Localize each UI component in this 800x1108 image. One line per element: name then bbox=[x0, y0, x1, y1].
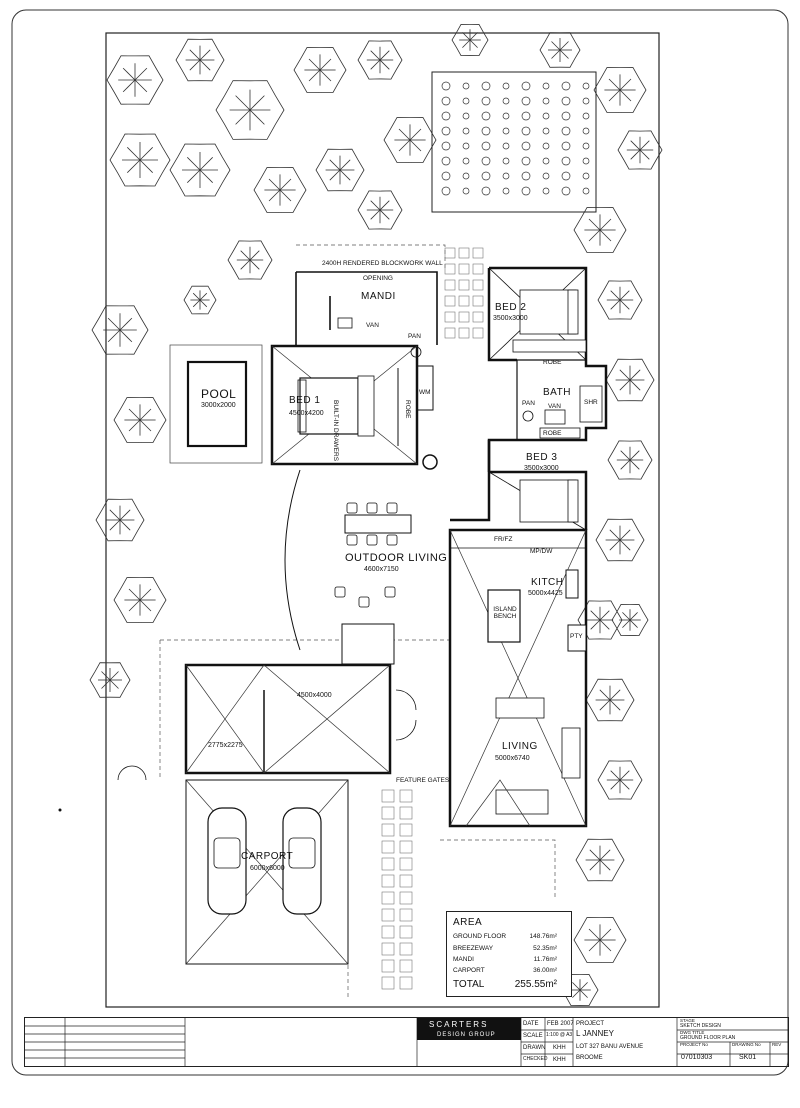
project-town: BROOME bbox=[576, 1055, 603, 1061]
shed-dim: 2775x2275 bbox=[208, 742, 243, 749]
area-schedule: AREA GROUND FLOOR 148.76m² BREEZEWAY 52.35… bbox=[446, 911, 572, 997]
bed1-dim: 4500x4200 bbox=[289, 410, 324, 417]
stage-label: STAGE bbox=[680, 1018, 695, 1023]
area-row-value: 11.76m² bbox=[533, 956, 557, 963]
island-bench-label: ISLAND BENCH bbox=[493, 606, 517, 620]
opening-label: OPENING bbox=[363, 275, 393, 282]
bed2-label: BED 2 bbox=[495, 302, 527, 313]
outdoor-living bbox=[284, 469, 412, 665]
pool-dim: 3000x2000 bbox=[201, 402, 236, 409]
bed2-dim: 3500x3000 bbox=[493, 315, 528, 322]
outdoor-living-dim: 4600x7150 bbox=[364, 566, 399, 573]
bed1-robe-label: ROBE bbox=[404, 400, 411, 419]
area-row-value: 52.35m² bbox=[533, 945, 557, 952]
area-row: GROUND FLOOR 148.76m² bbox=[453, 933, 565, 940]
checked-value: KHH bbox=[553, 1057, 566, 1063]
bed3-furniture bbox=[488, 470, 588, 531]
kitchen-dim: 5000x4425 bbox=[528, 590, 563, 597]
bath-van-label: VAN bbox=[548, 403, 561, 410]
scale-value: 1:100 @ A3 bbox=[546, 1032, 573, 1038]
dwg-title-label: DWG TITLE bbox=[680, 1030, 705, 1035]
drawing-no-label: DRAWING No bbox=[732, 1042, 761, 1047]
area-row: MANDI 11.76m² bbox=[453, 956, 565, 963]
column bbox=[422, 454, 438, 470]
bath-pan-label: PAN bbox=[522, 400, 535, 407]
client-name: L JANNEY bbox=[576, 1029, 614, 1038]
bed3-label: BED 3 bbox=[526, 452, 558, 463]
wall-note: 2400H RENDERED BLOCKWORK WALL bbox=[322, 260, 443, 267]
drawn-value: KHH bbox=[553, 1045, 566, 1051]
vegetable-garden bbox=[431, 71, 597, 213]
living-dim: 5000x6740 bbox=[495, 755, 530, 762]
area-row-value: 36.00m² bbox=[533, 967, 557, 974]
kitchen-label: KITCH bbox=[531, 577, 564, 588]
kitchen-living-wing bbox=[448, 528, 588, 828]
built-in-drawers-label: BUILT-IN DRAWERS bbox=[332, 400, 339, 462]
bed2-robe-label: ROBE bbox=[543, 359, 562, 366]
drawn-label: DRAWN bbox=[523, 1045, 546, 1051]
bed2-furniture bbox=[488, 267, 587, 361]
area-row-label: BREEZEWAY bbox=[453, 945, 494, 952]
project-no-label: PROJECT No bbox=[680, 1042, 708, 1047]
wm-label: WM bbox=[419, 389, 431, 396]
store-dim: 4500x4000 bbox=[297, 692, 332, 699]
pool bbox=[169, 344, 263, 464]
project-address: LOT 327 BANU AVENUE bbox=[576, 1044, 644, 1050]
sheet-border bbox=[11, 9, 789, 1076]
area-row-label: MANDI bbox=[453, 956, 474, 963]
area-total: TOTAL 255.55m² bbox=[453, 979, 565, 990]
stage-value: SKETCH DESIGN bbox=[680, 1023, 721, 1029]
mandi-pan-label: PAN bbox=[408, 333, 421, 340]
bed1-room bbox=[270, 344, 434, 466]
carport-label: CARPORT bbox=[241, 851, 294, 862]
shr-label: SHR bbox=[584, 399, 598, 406]
bed3-dim: 3500x3000 bbox=[524, 465, 559, 472]
outdoor-living-label: OUTDOOR LIVING bbox=[345, 552, 448, 564]
firm-name: SCARTERS bbox=[429, 1020, 489, 1029]
carport bbox=[185, 779, 349, 965]
store-shed bbox=[184, 663, 392, 775]
mp-dw-label: MP/DW bbox=[530, 548, 553, 555]
car-right bbox=[282, 807, 322, 915]
drawing-no: SK01 bbox=[739, 1054, 757, 1061]
bath-label: BATH bbox=[543, 387, 571, 398]
area-total-label: TOTAL bbox=[453, 979, 485, 990]
living-label: LIVING bbox=[502, 741, 538, 752]
mandi-van-label: VAN bbox=[366, 322, 379, 329]
rev-label: REV bbox=[772, 1042, 782, 1047]
pool-label: POOL bbox=[201, 387, 237, 401]
landscape-trees bbox=[89, 23, 663, 1007]
title-block: SCARTERS DESIGN GROUP DATE FEB 2007 SCAL… bbox=[24, 1017, 789, 1067]
firm-subtitle: DESIGN GROUP bbox=[437, 1032, 496, 1038]
mandi-label: MANDI bbox=[361, 291, 396, 302]
area-row-label: GROUND FLOOR bbox=[453, 933, 507, 940]
project-label: PROJECT bbox=[576, 1021, 605, 1027]
area-total-value: 255.55m² bbox=[514, 979, 557, 990]
area-row-value: 148.76m² bbox=[529, 933, 557, 940]
car-left bbox=[207, 807, 247, 915]
area-title: AREA bbox=[453, 917, 483, 928]
fr-fz-label: FR/FZ bbox=[494, 536, 513, 543]
title-block-grid bbox=[25, 1018, 788, 1066]
area-row: BREEZEWAY 52.35m² bbox=[453, 945, 565, 952]
date-value: FEB 2007 bbox=[547, 1021, 574, 1027]
mandi-room bbox=[295, 271, 438, 358]
checked-label: CHECKED bbox=[523, 1056, 548, 1062]
dwg-title: GROUND FLOOR PLAN bbox=[680, 1035, 736, 1041]
scale-label: SCALE bbox=[523, 1033, 543, 1039]
bath-fixtures bbox=[522, 385, 603, 439]
area-row-label: CARPORT bbox=[453, 967, 485, 974]
feature-gates-label: FEATURE GATES bbox=[396, 777, 450, 784]
feature-gates-arcs bbox=[117, 689, 417, 781]
date-label: DATE bbox=[523, 1021, 539, 1027]
carport-dim: 6000x6000 bbox=[250, 865, 285, 872]
bath-robe-label: ROBE bbox=[543, 430, 562, 437]
bed1-label: BED 1 bbox=[289, 395, 321, 406]
pty-label: PTY bbox=[570, 633, 583, 640]
project-no: 07010303 bbox=[681, 1054, 713, 1061]
area-row: CARPORT 36.00m² bbox=[453, 967, 565, 974]
north-arrow-icon bbox=[58, 808, 62, 812]
paving-tiles bbox=[381, 247, 484, 990]
